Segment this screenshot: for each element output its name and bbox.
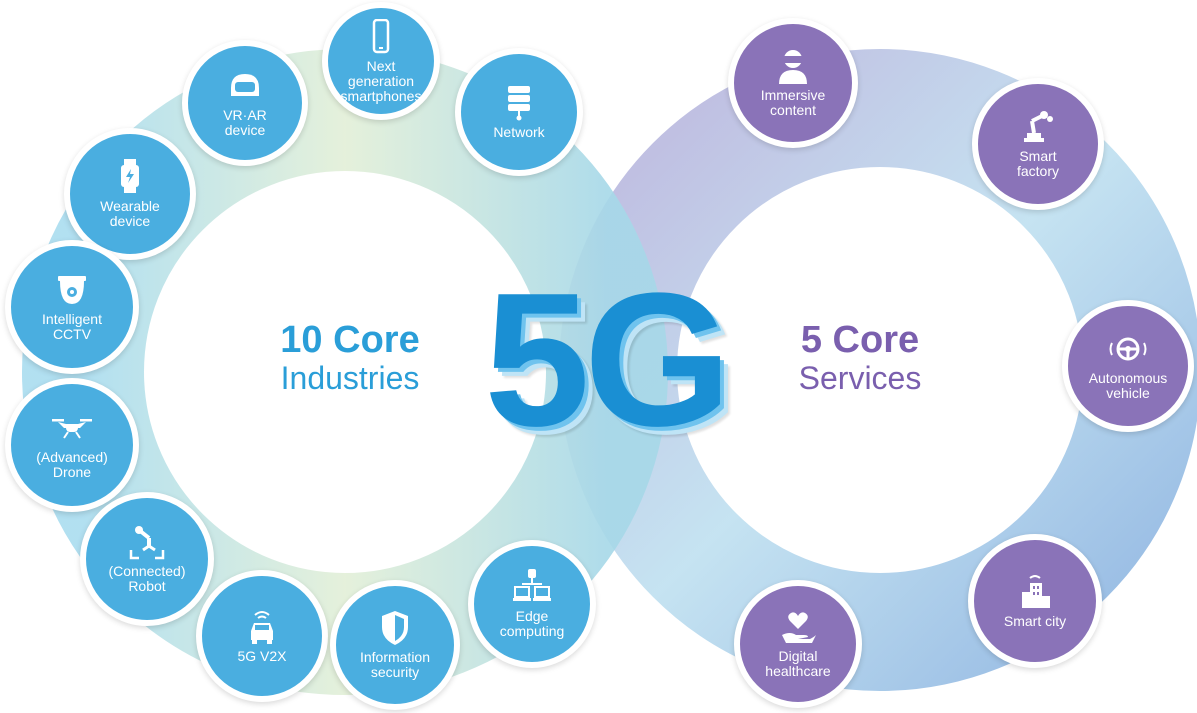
node-intelligent-cctv: Intelligent CCTV — [5, 240, 139, 374]
node-smart-factory: Smart factory — [972, 78, 1104, 210]
robot-arm-icon — [127, 524, 167, 560]
node-label: Network — [493, 123, 545, 140]
node-immersive-content: Immersive content — [728, 18, 858, 148]
smartphone-icon — [361, 18, 401, 55]
node-label: Edge computing — [499, 608, 565, 639]
node-label: Smart city — [1003, 612, 1067, 629]
node-information-security: Information security — [330, 580, 460, 710]
left-ring-inner — [145, 172, 545, 572]
vr-headset-icon — [225, 68, 265, 104]
node-label: Next generation smartphones — [340, 57, 422, 104]
core-services-heading: 5 Core Services — [760, 320, 960, 396]
node-label: Autonomous vehicle — [1088, 370, 1168, 401]
node-next-generation-smartphones: Next generation smartphones — [322, 2, 440, 120]
5g-logo: 5G — [484, 254, 731, 466]
node-network: Network — [455, 48, 583, 176]
node-label: Digital healthcare — [765, 648, 831, 679]
smartwatch-icon — [110, 159, 150, 195]
node-wearable-device: Wearable device — [64, 128, 196, 260]
factory-robot-icon — [1018, 109, 1058, 145]
server-icon — [499, 85, 539, 121]
heart-hand-icon — [778, 609, 818, 645]
core-industries-label: Industries — [280, 360, 420, 396]
vr-user-icon — [773, 48, 813, 84]
node-label: (Advanced) Drone — [36, 449, 108, 480]
node-label: Smart factory — [1016, 148, 1059, 179]
steering-wheel-icon — [1108, 331, 1148, 367]
node-connected-robot: (Connected) Robot — [80, 492, 214, 626]
node-label: Intelligent CCTV — [42, 311, 102, 342]
node-vr-ar-device: VR·AR device — [182, 40, 308, 166]
node-label: 5G V2X — [237, 647, 287, 664]
core-industries-heading: 10 Core Industries — [240, 320, 460, 396]
node-label: Immersive content — [760, 87, 826, 118]
right-ring-inner — [680, 170, 1080, 570]
cctv-icon — [52, 272, 92, 308]
node-label: Wearable device — [100, 198, 160, 229]
core-services-count: 5 Core — [800, 319, 920, 361]
node-smart-city: Smart city — [968, 534, 1102, 668]
city-building-icon — [1015, 574, 1055, 610]
drone-icon — [52, 410, 92, 446]
node-5g-v2x: 5G V2X — [196, 570, 328, 702]
core-industries-count: 10 Core — [280, 319, 420, 361]
node-edge-computing: Edge computing — [468, 540, 596, 668]
edge-computing-icon — [512, 569, 552, 605]
core-services-label: Services — [798, 360, 922, 396]
shield-icon — [375, 610, 415, 646]
node-label: Information security — [359, 649, 431, 680]
node-digital-healthcare: Digital healthcare — [734, 580, 862, 708]
node-label: (Connected) Robot — [108, 563, 186, 594]
connected-car-icon — [242, 609, 282, 645]
node-autonomous-vehicle: Autonomous vehicle — [1062, 300, 1194, 432]
node-label: VR·AR device — [223, 107, 267, 138]
node-advanced-drone: (Advanced) Drone — [5, 378, 139, 512]
